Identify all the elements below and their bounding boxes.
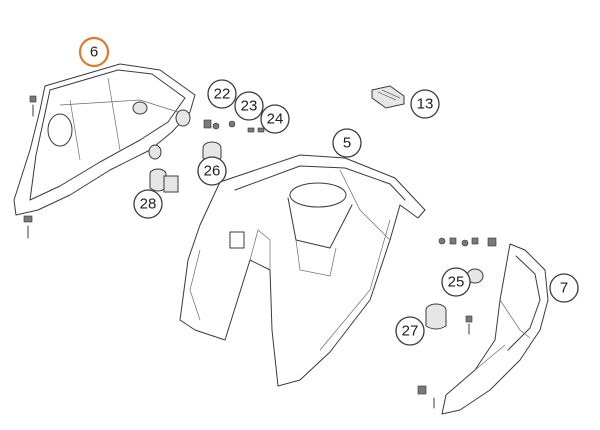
callout-26[interactable]: 26: [197, 156, 227, 186]
tank-cover-5[interactable]: [179, 154, 426, 387]
callout-7[interactable]: 7: [549, 273, 579, 303]
callout-28[interactable]: 28: [133, 189, 163, 219]
callout-6-label: 6: [90, 44, 98, 61]
callout-24[interactable]: 24: [260, 104, 290, 134]
callout-7-label: 7: [560, 280, 568, 297]
callout-27-label: 27: [402, 323, 419, 340]
left-side-cover[interactable]: [13, 63, 196, 216]
hardware-right: [417, 237, 497, 409]
callout-23[interactable]: 23: [234, 91, 264, 121]
callout-25[interactable]: 25: [441, 267, 471, 297]
hardware-22-23-24: [203, 119, 265, 133]
bushing-27[interactable]: [425, 303, 447, 330]
callout-24-label: 24: [267, 111, 284, 128]
callout-22-label: 22: [214, 86, 231, 103]
bushing-28[interactable]: [149, 168, 179, 193]
callout-25-label: 25: [448, 274, 465, 291]
callout-27[interactable]: 27: [395, 316, 425, 346]
callout-13-label: 13: [417, 96, 434, 113]
callout-28-label: 28: [140, 196, 157, 213]
callout-5[interactable]: 5: [332, 128, 362, 158]
callout-13[interactable]: 13: [410, 89, 440, 119]
callout-23-label: 23: [241, 98, 258, 115]
hardware-left-screws: [23, 95, 37, 239]
right-side-cover-7[interactable]: [441, 243, 549, 415]
clip-13[interactable]: [371, 85, 405, 109]
callout-5-label: 5: [343, 135, 351, 152]
callout-22[interactable]: 22: [207, 79, 237, 109]
callout-6[interactable]: 6: [78, 36, 110, 68]
callout-26-label: 26: [204, 163, 221, 180]
